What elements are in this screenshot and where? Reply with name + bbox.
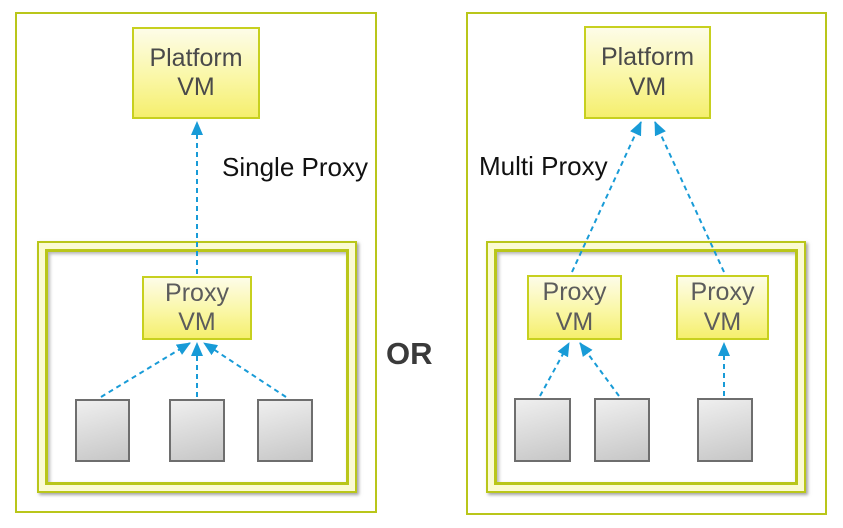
host-box: [257, 399, 313, 462]
platform-vm-box: Platform VM: [132, 27, 260, 119]
host-box: [594, 398, 650, 462]
proxy-vm-box: Proxy VM: [527, 275, 622, 340]
host-box: [169, 399, 225, 462]
proxy-vm-box: Proxy VM: [676, 275, 769, 340]
single-proxy-label: Single Proxy: [222, 152, 368, 182]
host-box: [514, 398, 571, 462]
host-box: [697, 398, 753, 462]
multi-proxy-label: Multi Proxy: [479, 151, 608, 181]
single-proxy-outer-box: [15, 12, 377, 513]
multi-proxy-outer-box: [466, 12, 827, 515]
host-box: [75, 399, 130, 462]
or-label: OR: [386, 336, 433, 371]
proxy-vm-box: Proxy VM: [142, 276, 252, 340]
platform-vm-box: Platform VM: [584, 26, 711, 119]
